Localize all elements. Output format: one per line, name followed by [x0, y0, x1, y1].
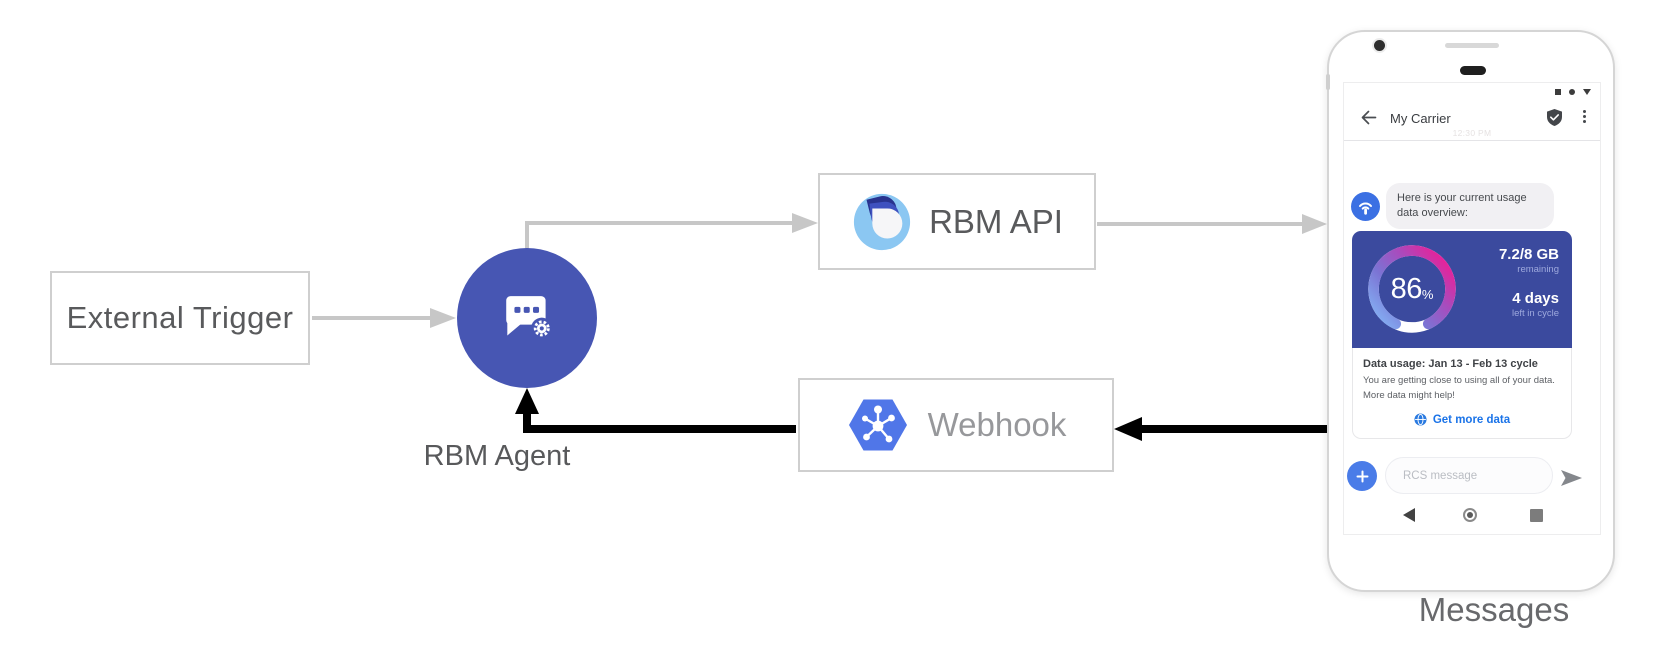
arrow-rbm-api-to-phone	[1097, 214, 1327, 234]
rbm-agent-label: RBM Agent	[423, 440, 571, 472]
gauge-value: 86%	[1390, 272, 1434, 305]
get-more-data-label: Get more data	[1432, 413, 1511, 426]
arrow-phone-to-webhook	[1114, 417, 1340, 441]
get-more-data-button[interactable]: Get more data	[1363, 413, 1561, 426]
status-square-icon	[1555, 89, 1561, 95]
agent-message-bubble: Here is your current usage data overview…	[1386, 183, 1554, 229]
rbm-api-logo-icon	[853, 193, 911, 250]
webhook-node: Webhook	[798, 378, 1114, 472]
attach-plus-button[interactable]	[1347, 461, 1377, 491]
external-trigger-node: External Trigger	[50, 271, 310, 365]
message-input-pill[interactable]	[1385, 457, 1553, 494]
broadcast-icon	[1359, 202, 1372, 215]
conversation-title: My Carrier	[1390, 111, 1451, 126]
plus-icon	[1356, 470, 1368, 482]
speaker-slot	[1445, 43, 1499, 48]
overflow-menu-icon[interactable]	[1583, 110, 1586, 123]
rbm-api-node: RBM API	[818, 173, 1096, 270]
phone-mockup: My Carrier 12:30 PM Here is your current…	[1326, 30, 1615, 592]
agent-avatar	[1351, 192, 1380, 221]
header-divider	[1344, 140, 1600, 141]
phone-screen: My Carrier 12:30 PM Here is your current…	[1343, 82, 1601, 535]
nav-home-button[interactable]	[1463, 508, 1477, 522]
usage-body: You are getting close to using all of yo…	[1363, 375, 1555, 401]
status-triangle-icon	[1583, 89, 1591, 95]
arrow-webhook-to-agent	[515, 388, 796, 433]
usage-title: Data usage: Jan 13 - Feb 13 cycle	[1363, 358, 1538, 370]
earpiece	[1460, 66, 1486, 75]
rbm-agent-node	[457, 248, 597, 388]
globe-icon	[1414, 413, 1427, 426]
nav-back-button[interactable]	[1403, 508, 1415, 522]
messages-app-label: Messages	[1418, 591, 1570, 628]
remaining-label: remaining	[1517, 264, 1559, 275]
cycle-label: left in cycle	[1512, 308, 1559, 319]
back-arrow-icon[interactable]	[1360, 109, 1377, 126]
status-bar	[1555, 89, 1591, 95]
front-camera	[1374, 40, 1385, 51]
arrow-agent-to-rbm-api	[525, 213, 818, 256]
external-trigger-label: External Trigger	[66, 300, 294, 335]
status-dot-icon	[1569, 89, 1575, 95]
usage-gauge-panel: 86% 7.2/8 GB remaining 4 days left in cy…	[1352, 231, 1572, 348]
send-icon[interactable]	[1561, 470, 1582, 486]
arrow-external-trigger-to-agent	[312, 308, 456, 328]
verified-badge-icon	[1547, 109, 1562, 126]
nav-recent-button[interactable]	[1530, 509, 1543, 522]
usage-detail-panel: Data usage: Jan 13 - Feb 13 cycle You ar…	[1352, 348, 1572, 440]
rcs-message-input[interactable]	[1401, 468, 1535, 483]
cycle-value: 4 days	[1512, 290, 1559, 307]
remaining-value: 7.2/8 GB	[1498, 246, 1559, 263]
webhook-label: Webhook	[927, 406, 1067, 443]
side-button	[1326, 74, 1330, 90]
usage-stats: 7.2/8 GB remaining 4 days left in cycle	[1499, 246, 1559, 319]
webhook-hexagon-icon	[848, 399, 907, 451]
message-timestamp: 12:30 PM	[1452, 128, 1492, 138]
chat-gear-icon	[506, 296, 553, 340]
usage-gauge	[1368, 245, 1456, 333]
rbm-api-label: RBM API	[929, 202, 1063, 240]
usage-rich-card: 86% 7.2/8 GB remaining 4 days left in cy…	[1352, 231, 1572, 440]
